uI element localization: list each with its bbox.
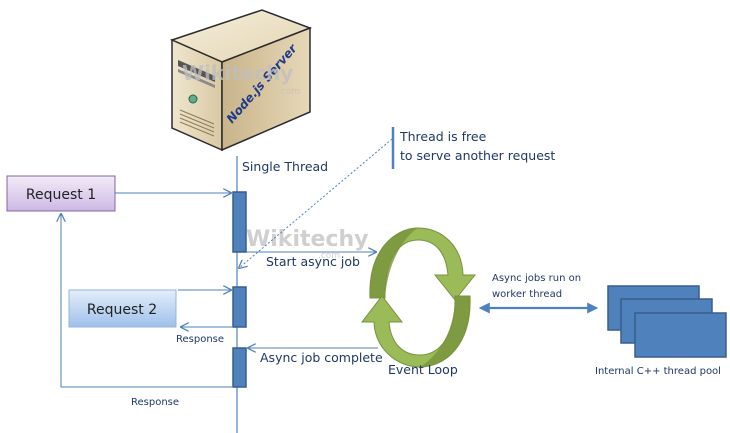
start-async-label: Start async job xyxy=(266,254,360,269)
request-2-box[interactable]: Request 2 xyxy=(68,289,177,328)
watermark-mid-suffix: .com xyxy=(318,251,340,261)
activation-bar-1 xyxy=(232,191,247,253)
worker-label-line-1: Async jobs run on xyxy=(492,273,581,284)
activation-bar-2 xyxy=(232,286,247,328)
note-pointer xyxy=(239,138,393,268)
response-2-label: Response xyxy=(176,334,224,345)
watermark-mid: Wikitechy xyxy=(246,227,368,252)
response-1-arrow xyxy=(61,214,233,388)
event-loop-label: Event Loop xyxy=(388,362,458,377)
server-icon: Node.js Server xyxy=(169,9,313,152)
thread-pool-label: Internal C++ thread pool xyxy=(595,366,721,377)
thread-pool-icon xyxy=(607,285,727,358)
request-1-box[interactable]: Request 1 xyxy=(6,175,116,212)
async-complete-label: Async job complete xyxy=(260,350,383,365)
event-loop-icon xyxy=(360,227,477,368)
thread-label: Single Thread xyxy=(242,159,328,174)
watermark-top-suffix: .com xyxy=(278,87,300,97)
note-line-1: Thread is free xyxy=(399,129,487,144)
request-2-label: Request 2 xyxy=(87,302,157,318)
request-1-label: Request 1 xyxy=(26,187,96,203)
worker-label-line-2: worker thread xyxy=(492,289,562,300)
activation-bar-3 xyxy=(232,347,247,388)
note-line-2: to serve another request xyxy=(400,148,555,163)
watermark-top: Wikitechy xyxy=(182,61,293,85)
response-1-label: Response xyxy=(131,397,179,408)
